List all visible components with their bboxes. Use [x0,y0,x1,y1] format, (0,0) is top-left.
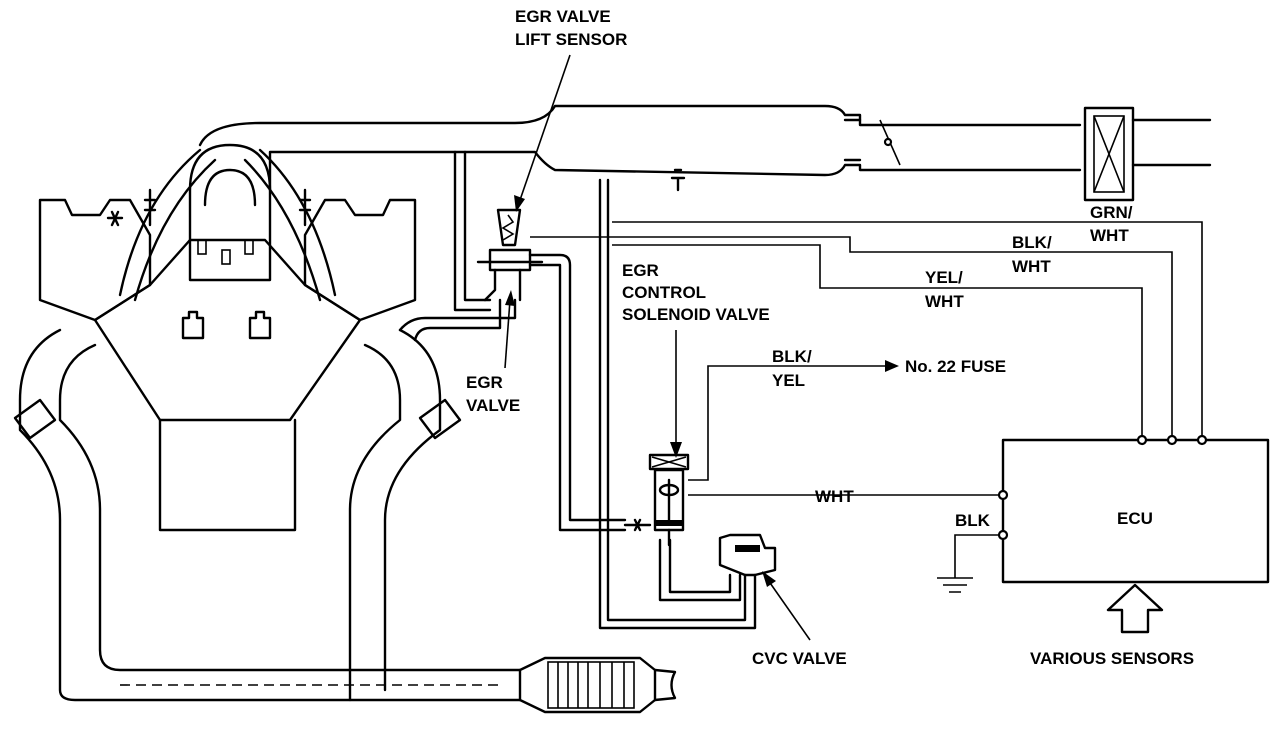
wire-blk-yel-1: BLK/ [772,347,812,366]
cvc-valve [718,533,777,577]
engine-block [13,143,462,532]
egr-lift-sensor-label-2: LIFT SENSOR [515,30,627,49]
fuse-arrow [885,360,899,372]
egr-control-solenoid-valve [623,453,690,547]
wire-yel-wht-2: WHT [925,292,964,311]
various-sensors-label: VARIOUS SENSORS [1030,649,1194,668]
wire-wht: WHT [815,487,854,506]
wire-blk-yel-2: YEL [772,371,805,390]
wire-grn-wht-2: WHT [1090,226,1129,245]
cvc-valve-label: CVC VALVE [752,649,847,668]
wire-blk-wht-1: BLK/ [1012,233,1052,252]
fuse-label: No. 22 FUSE [905,357,1006,376]
egr-valve [476,208,544,302]
egr-valve-label-2: VALVE [466,396,520,415]
egr-solenoid-label-3: SOLENOID VALVE [622,305,770,324]
callout-arrows [504,54,811,641]
wire-blk: BLK [955,511,991,530]
egr-lift-sensor-label-1: EGR VALVE [515,7,611,26]
ecu-label: ECU [1117,509,1153,528]
egr-valve-label-1: EGR [466,373,503,392]
ecu-box [1001,438,1270,584]
wire-blk-wht-2: WHT [1012,257,1051,276]
wire-grn-wht-1: GRN/ [1090,203,1133,222]
ecu-wiring [530,221,1270,634]
vacuum-hoses [398,150,757,630]
egr-solenoid-label-1: EGR [622,261,659,280]
wire-yel-wht-1: YEL/ [925,268,963,287]
egr-solenoid-label-2: CONTROL [622,283,706,302]
intake-duct [198,104,1212,202]
exhaust-system [18,328,677,714]
sensors-arrow [1106,583,1164,634]
ground-symbol [937,577,973,593]
